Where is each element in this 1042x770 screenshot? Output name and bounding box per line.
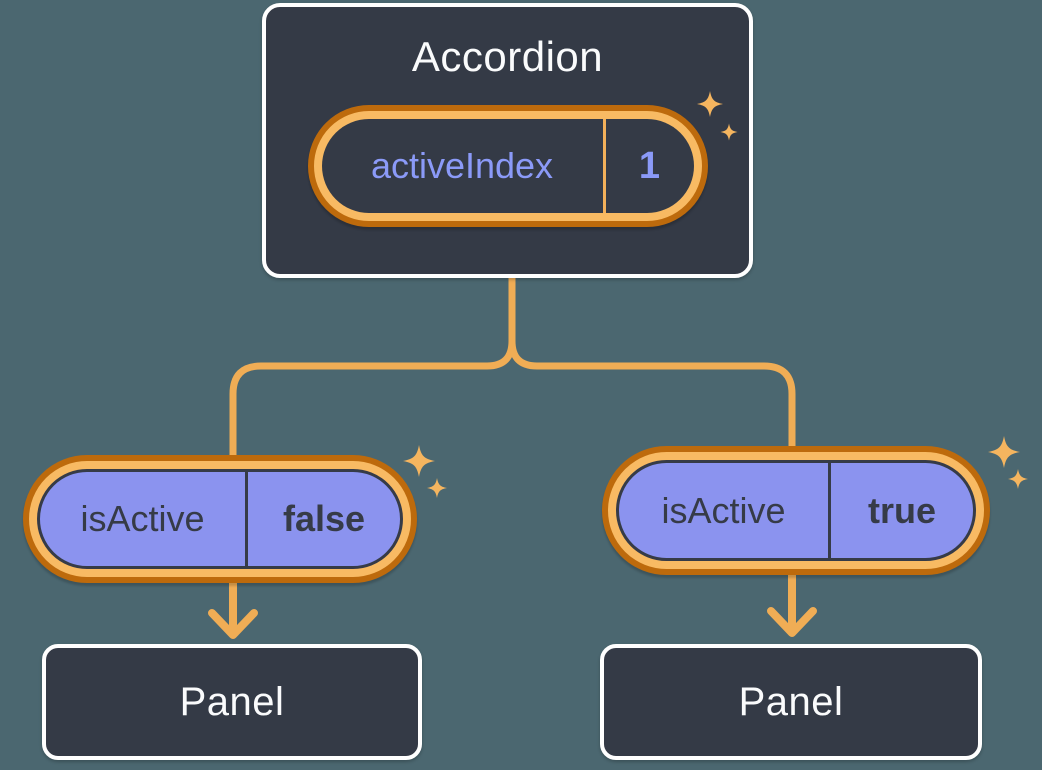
prop-pill-isactive-left: isActive false <box>23 455 417 583</box>
state-pill-core: activeIndex 1 <box>321 119 694 213</box>
prop-name-label: isActive <box>80 498 205 539</box>
panel-title: Panel <box>179 680 285 724</box>
panel-component-box-right: Panel <box>600 644 982 760</box>
prop-pill-isactive-right: isActive true <box>602 446 990 575</box>
arrow-down-icon <box>767 568 817 637</box>
state-pill: activeIndex 1 <box>307 105 708 227</box>
state-value-label: 1 <box>638 144 661 187</box>
prop-pill-core: isActive false <box>37 469 403 569</box>
pill-divider <box>602 119 606 213</box>
arrow-down-icon <box>208 576 258 639</box>
prop-pill-core: isActive true <box>616 460 976 561</box>
panel-title: Panel <box>738 680 844 724</box>
pill-divider <box>828 463 831 558</box>
state-name-label: activeIndex <box>370 145 554 186</box>
prop-name-label: isActive <box>661 489 786 531</box>
sparkle-icon <box>988 436 1020 468</box>
trunk-left-wire <box>229 272 516 462</box>
prop-value-label: true <box>867 489 936 531</box>
sparkle-icon <box>403 445 435 477</box>
prop-value-label: false <box>282 498 366 539</box>
accordion-component-box: Accordion activeIndex 1 <box>262 3 753 278</box>
sparkle-icon <box>427 478 447 498</box>
pill-divider <box>245 472 248 566</box>
sparkle-icon <box>1008 469 1028 489</box>
accordion-title: Accordion <box>411 33 604 80</box>
trunk-right-wire <box>508 272 796 452</box>
panel-component-box-left: Panel <box>42 644 422 760</box>
